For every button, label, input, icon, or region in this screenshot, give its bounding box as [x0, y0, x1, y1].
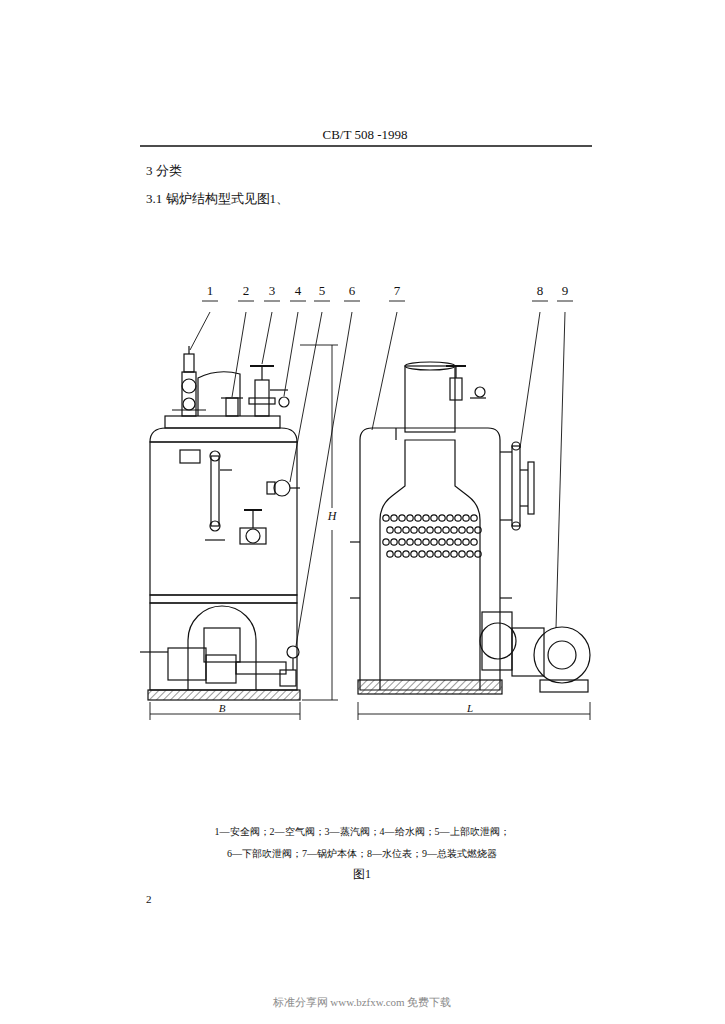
fire-tube — [407, 515, 413, 521]
page-number: 2 — [146, 893, 152, 906]
callout-number: 2 — [243, 284, 250, 299]
section-view — [350, 362, 590, 694]
header-code: CB/T 508 -1998 — [323, 128, 408, 143]
fire-tube — [439, 539, 445, 545]
dimension-label: H — [328, 510, 337, 524]
front-view — [140, 346, 300, 700]
fire-tube — [415, 515, 421, 521]
fire-tube — [411, 551, 417, 557]
fire-tube — [395, 527, 401, 533]
fire-tube — [403, 551, 409, 557]
dimension-label: L — [467, 702, 473, 715]
fire-tube — [455, 539, 461, 545]
callout-number: 5 — [319, 284, 326, 299]
fire-tube — [395, 551, 401, 557]
fire-tube — [439, 515, 445, 521]
fire-tube — [423, 515, 429, 521]
fire-tube — [403, 527, 409, 533]
fire-tube — [423, 539, 429, 545]
fire-tube — [463, 515, 469, 521]
fire-tube — [399, 539, 405, 545]
section-text: 3.1 锅炉结构型式见图1、 — [146, 192, 289, 207]
fire-tube — [475, 527, 481, 533]
fire-tube — [467, 527, 473, 533]
fire-tube — [415, 539, 421, 545]
fire-tube — [451, 551, 457, 557]
fire-tube — [471, 539, 477, 545]
dimension-label: B — [219, 702, 226, 715]
fire-tube — [391, 539, 397, 545]
fire-tube — [463, 539, 469, 545]
fire-tube — [443, 527, 449, 533]
fire-tube — [475, 551, 481, 557]
fire-tube — [435, 527, 441, 533]
fire-tube — [431, 515, 437, 521]
callout-number: 7 — [394, 284, 401, 299]
fire-tube — [407, 539, 413, 545]
fire-tube — [455, 515, 461, 521]
watermark: 标准分享网 www.bzfxw.com 免费下载 — [273, 996, 452, 1009]
fire-tube — [399, 515, 405, 521]
fire-tube — [383, 539, 389, 545]
fire-tube — [459, 527, 465, 533]
fire-tube — [387, 527, 393, 533]
fire-tube — [451, 527, 457, 533]
fire-tube — [459, 551, 465, 557]
callout-number: 8 — [537, 284, 544, 299]
legend-text: 6—下部吹泄阀；7—锅炉本体；8—水位表；9—总装式燃烧器 — [227, 848, 497, 860]
fire-tube — [411, 527, 417, 533]
fire-tube — [419, 527, 425, 533]
fire-tube — [427, 551, 433, 557]
fire-tube — [435, 551, 441, 557]
fire-tube — [447, 539, 453, 545]
callout-number: 4 — [295, 284, 302, 299]
leader-lines — [190, 301, 573, 646]
section-heading: 3 分类 — [146, 164, 182, 179]
fire-tube — [427, 527, 433, 533]
legend-text: 1—安全阀；2—空气阀；3—蒸汽阀；4—给水阀；5—上部吹泄阀； — [215, 826, 510, 838]
figure-caption: 图1 — [353, 868, 371, 882]
fire-tube — [467, 551, 473, 557]
fire-tube — [387, 551, 393, 557]
callout-number: 6 — [349, 284, 356, 299]
fire-tube — [431, 539, 437, 545]
callout-number: 1 — [207, 284, 214, 299]
fire-tube — [471, 515, 477, 521]
callout-number: 3 — [269, 284, 276, 299]
fire-tube — [447, 515, 453, 521]
fire-tube — [419, 551, 425, 557]
fire-tube — [391, 515, 397, 521]
fire-tubes — [383, 515, 481, 557]
fire-tube — [383, 515, 389, 521]
fire-tube — [443, 551, 449, 557]
dimension-lines — [150, 345, 590, 720]
callout-number: 9 — [562, 284, 569, 299]
